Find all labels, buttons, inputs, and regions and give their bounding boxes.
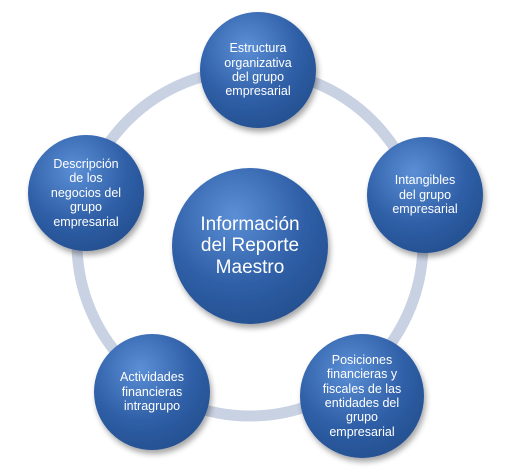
node-right-circle: [367, 137, 483, 253]
center-circle: [172, 168, 328, 324]
node-bottom-left-circle: [94, 334, 210, 450]
node-bottom-right-circle: [300, 334, 424, 458]
node-left-circle: [28, 135, 144, 251]
node-top-circle: [200, 12, 316, 128]
